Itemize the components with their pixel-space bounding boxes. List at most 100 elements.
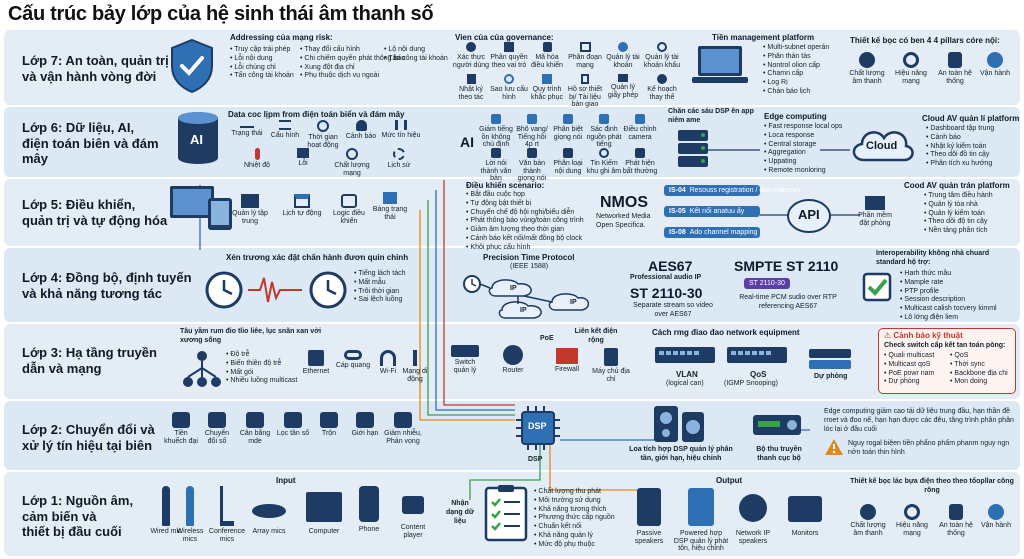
echo-icon: [527, 114, 537, 124]
error-icon: [297, 148, 309, 158]
gov-item: Mã hóa điều khiển: [528, 42, 566, 69]
ai-database-icon: [178, 112, 218, 164]
st2110-30-title: ST 2110-30: [630, 285, 703, 301]
backup-icon: [504, 74, 514, 84]
cloud-label: Cloud: [866, 140, 898, 152]
address-server: Máy chủ địa chỉ: [590, 348, 632, 383]
nmos-subtitle: Networked Media Open Specifica.: [596, 213, 651, 229]
risk-list-2: Thay đổi cấu hìnhChi chiếm quyền phát th…: [300, 46, 405, 81]
ai-item: Sác định nguồn phát tiếng: [586, 114, 622, 149]
smpte-subtitle: Real-time PCM sudio over RTP referencing…: [739, 294, 837, 310]
interop-title: Interoperability không nhà chuard standa…: [876, 250, 990, 266]
fiber-icon: [344, 350, 362, 360]
router-icon: [503, 345, 523, 365]
player-icon: [402, 496, 424, 514]
input-content-player: Content player: [392, 486, 434, 539]
edge-title: Edge computing: [764, 112, 827, 121]
mgmt-list: Multi-subnet operánPhân thàn tàsNontrol …: [763, 44, 829, 97]
edge-note: Edge computing giảm cao tải dữ liệu trun…: [824, 408, 1014, 433]
ai-item: Phân loại nội dung: [550, 148, 586, 175]
scenario-list: Bắt đầu cuộc họpTự động bật thiết bịChuy…: [466, 191, 583, 252]
ai-item: Phân biệt giọng nói: [550, 114, 586, 141]
mgmt-title: Tiền management platform: [712, 33, 815, 42]
ai-grid: Giám tiếng ồn không chủ định Bhô vang/ T…: [478, 114, 658, 182]
vlan-switch-icon: [655, 347, 715, 363]
input-wired-mic: Wired mic: [150, 486, 182, 536]
api-hub-icon: [787, 199, 831, 233]
wan-label: Liên kết điện rộng: [574, 328, 618, 344]
gov-item: Xác thực người dùng: [452, 42, 490, 69]
control-devices-icon: [170, 186, 232, 230]
monitor-speaker-icon: [788, 496, 822, 522]
data-error: Lỗi: [284, 148, 322, 168]
receiver-caption: Bộ thu truyền thanh cục bộ: [756, 446, 802, 462]
l5-cloud-list: Trung tâm điều hànhQuản lý tòa nhàQuản l…: [924, 192, 992, 236]
auto-schedule: Lịch tự động: [282, 194, 322, 218]
dsp-chip-icon: [516, 406, 560, 450]
interop-list: Harh thức mầuMample ratePTP profileSessi…: [900, 270, 996, 323]
gov-item: Hồ sơ thiết bị/ Tài liệu bàn giao: [566, 74, 604, 109]
input-array-mic: Array mics: [248, 486, 290, 536]
ai-item: Giám tiếng ồn không chủ định: [478, 114, 514, 149]
aes67-subtitle: Professional audio IP: [630, 274, 702, 281]
thermometer-icon: [254, 148, 260, 160]
output-ip-speaker: Network IP speakers: [730, 488, 776, 545]
dsp-label: DSP: [528, 421, 547, 431]
firewall: Firewall: [548, 348, 586, 374]
status-icon: [383, 192, 397, 204]
clock-wave-icon: [205, 271, 347, 309]
fiber: Cáp quang: [334, 350, 372, 370]
switch: Switch quản lý: [448, 345, 482, 374]
wifi-icon: [346, 148, 358, 160]
dsp-caption: DSP: [528, 456, 543, 463]
history-icon: [393, 148, 405, 160]
server-icon: [604, 348, 618, 366]
receive-label: Nhận dạng dữ liệu: [445, 500, 474, 525]
wifi: Wi-Fi: [372, 350, 404, 376]
ip-label-3: IP: [570, 299, 577, 306]
network-tree-icon: [183, 351, 221, 387]
logic-icon: [341, 194, 357, 208]
bell-icon: [355, 120, 367, 131]
api-label: API: [798, 207, 820, 222]
pillar-quality-bottom: Chất lượng âm thanh: [846, 504, 890, 537]
speech-text-icon: [491, 148, 501, 158]
warning-icon: [825, 439, 843, 455]
ip-speaker-icon: [739, 494, 767, 522]
limiter-icon: [356, 412, 374, 428]
pillars-title-bottom: Thiết kế bọc lác bựa điện theo theo tổop…: [850, 478, 1014, 494]
data-temp: Nhiệt độ: [238, 148, 276, 170]
pillars-title-top: Thiết kế bọc có ben 4 4 pillars córe nội…: [850, 36, 1000, 45]
output-monitors: Monitors: [782, 488, 828, 538]
checklist-icon: [484, 485, 528, 542]
ptp-network-icon: [463, 275, 590, 319]
firewall-icon: [556, 348, 578, 364]
laptop-icon: [692, 46, 748, 83]
layer-6-label: Lớp 6: Dữ liệu, AI, điện toán biên và đá…: [22, 120, 159, 167]
operator-icon: [988, 504, 1004, 520]
layer-5-label: Lớp 5: Điều khiển, quản trị và tự động h…: [22, 197, 168, 228]
wireless-mic-icon: [186, 486, 194, 526]
ai-item: Phát hiện bất thường: [622, 148, 658, 175]
layer-7-label: Lớp 7: An toàn, quản trị và vận hành vòn…: [22, 53, 169, 84]
ai-item: Văn bản thành giọng nói: [514, 148, 550, 183]
wifi-icon: [380, 350, 396, 366]
data-netq: Chất lượng mạng: [330, 148, 374, 177]
data-uptime: Thời gian hoạt động: [304, 120, 342, 149]
noise-reduce: Giảm nhiễu, Phản vọng: [382, 412, 424, 445]
ai-label: AI: [460, 134, 474, 150]
noise-icon: [491, 114, 501, 124]
cloud-icon: [852, 131, 914, 162]
governance-grid: Xác thực người dùng Phân quyền theo vai …: [452, 42, 682, 108]
qos-sub: (IGMP Snooping): [724, 380, 778, 387]
gov-item: Phân quyền theo vai trò: [490, 42, 528, 69]
pillar-network-bottom: Hiệu năng mạng: [890, 504, 934, 537]
gov-item: Kế hoạch thay thế: [642, 74, 682, 101]
pillar-safety: An toàn hệ thống: [933, 52, 977, 85]
limiter: Giới hạn: [348, 412, 382, 438]
ethernet-icon: [308, 350, 324, 366]
edge-list: Fast response local opsLoca responseCent…: [764, 123, 842, 176]
ai-item: Lời nói thành văn bản: [478, 148, 514, 183]
